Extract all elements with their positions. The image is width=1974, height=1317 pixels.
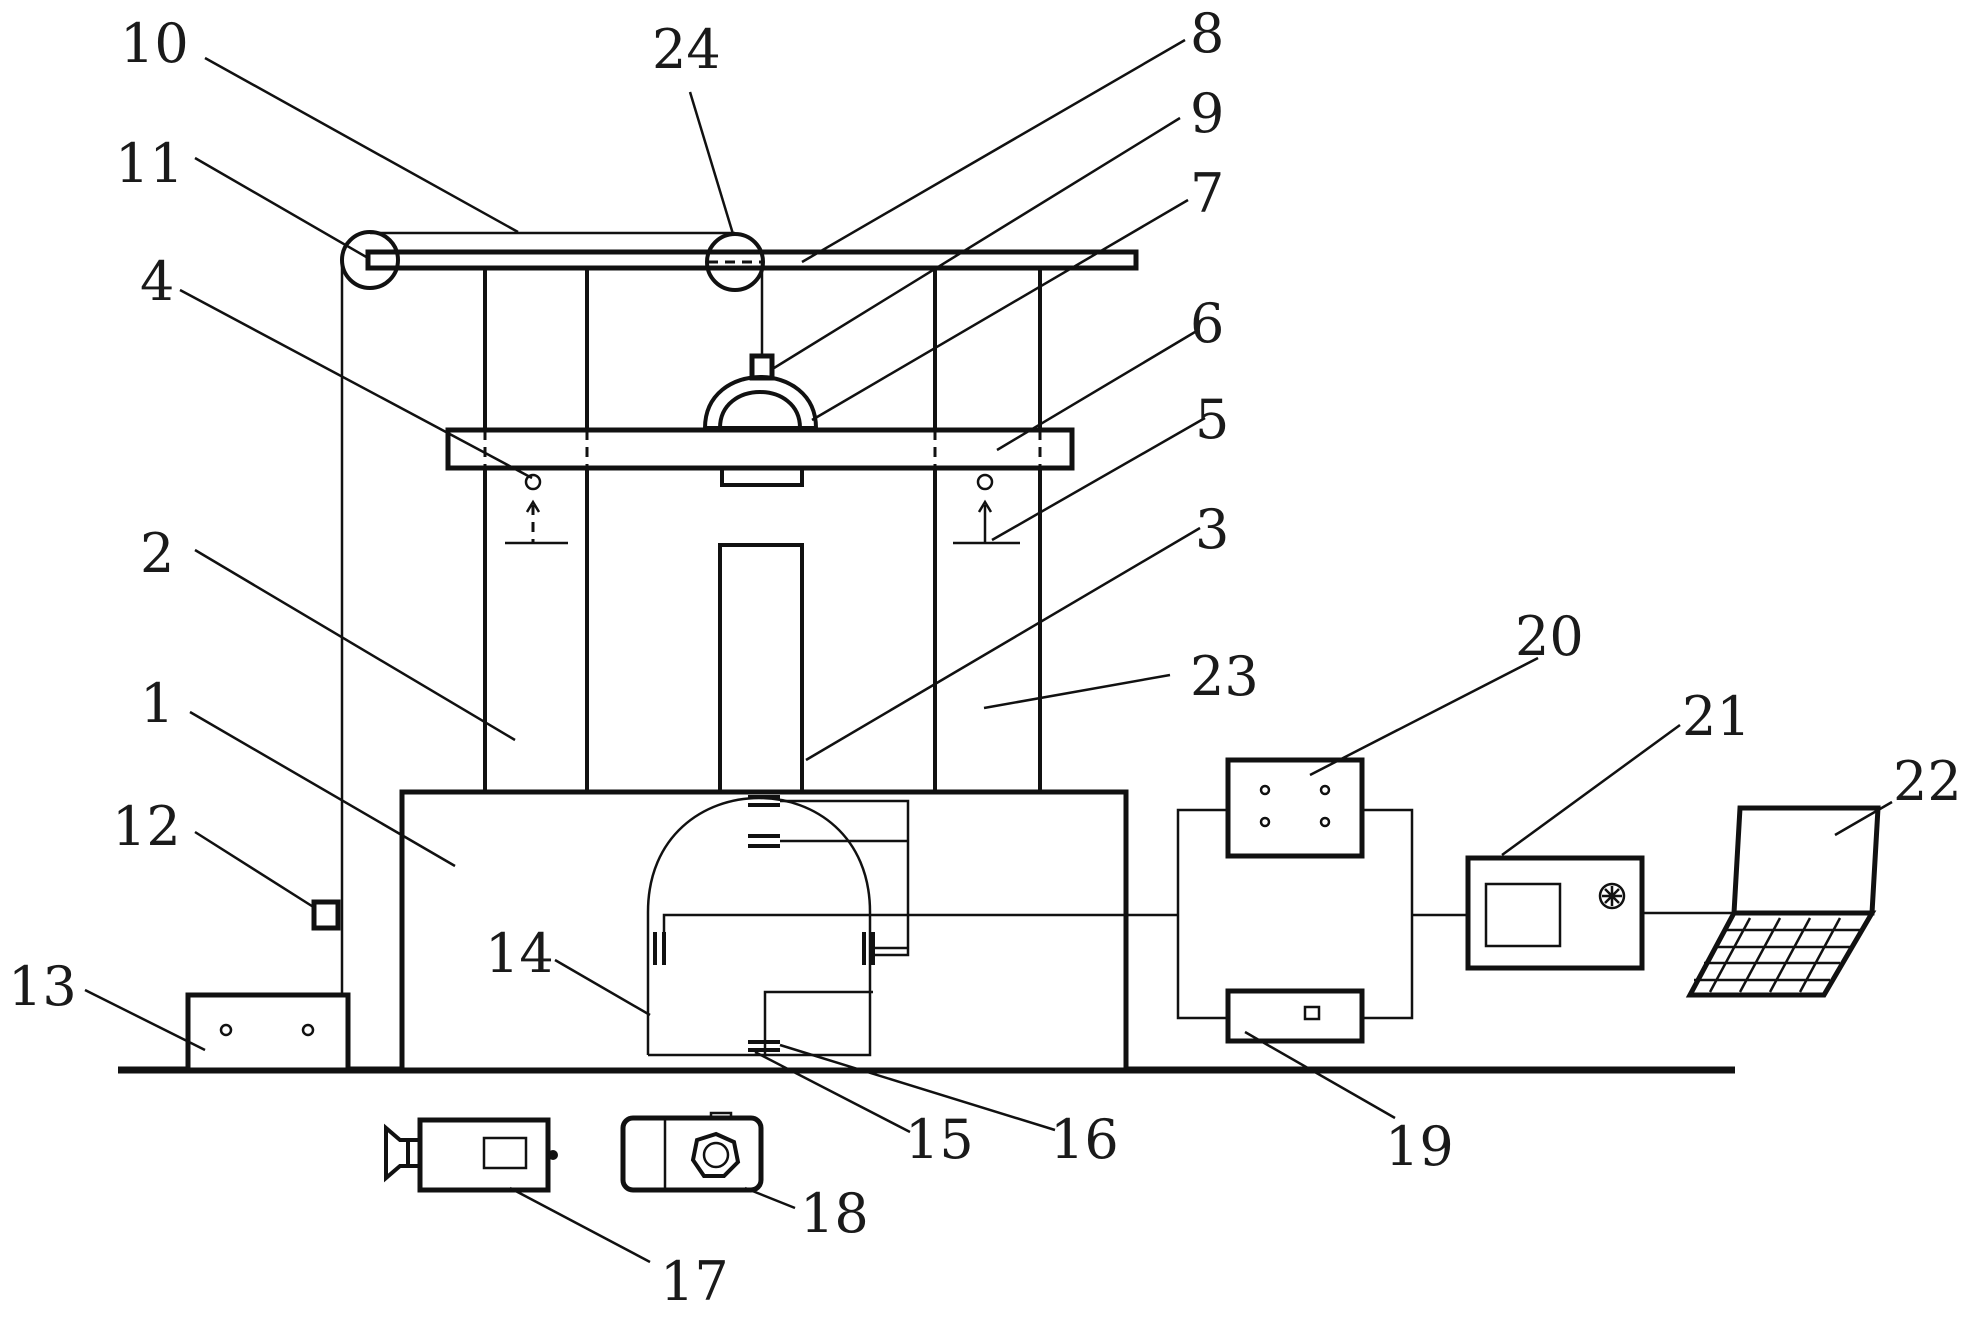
label-3: 3: [1195, 498, 1229, 561]
camera-icon: [386, 1120, 558, 1190]
counterweight-box-13: [188, 995, 348, 1070]
label-17: 17: [660, 1250, 729, 1313]
loading-pad: [722, 468, 802, 485]
instrument-20: [1228, 760, 1362, 856]
wiring-bracket-right: [1362, 810, 1412, 1018]
label-7: 7: [1190, 162, 1224, 225]
label-8: 8: [1190, 2, 1224, 65]
loading-arch-inner: [720, 392, 800, 428]
label-19: 19: [1385, 1115, 1454, 1178]
label-6: 6: [1190, 292, 1224, 355]
instrument-21: [1468, 858, 1642, 968]
label-18: 18: [800, 1182, 869, 1245]
specimen: [720, 545, 802, 792]
label-15: 15: [905, 1108, 974, 1171]
label-21: 21: [1682, 685, 1751, 748]
label-9: 9: [1190, 82, 1224, 145]
leader-lines: [85, 40, 1892, 1262]
wiring-bracket-left: [1178, 810, 1228, 1018]
label-4: 4: [140, 250, 174, 313]
small-block-12: [314, 902, 338, 928]
label-23: 23: [1190, 645, 1259, 708]
label-22: 22: [1893, 750, 1962, 813]
label-16: 16: [1050, 1108, 1119, 1171]
label-20: 20: [1515, 605, 1584, 668]
hook-block: [752, 356, 772, 378]
label-13: 13: [8, 955, 77, 1018]
top-beam: [368, 252, 1136, 268]
label-12: 12: [112, 795, 181, 858]
label-2: 2: [140, 522, 174, 585]
label-10: 10: [120, 12, 189, 75]
photo-camera-icon: [623, 1113, 761, 1190]
label-5: 5: [1195, 388, 1229, 451]
laptop-icon: [1690, 808, 1878, 995]
label-11: 11: [115, 132, 184, 195]
label-24: 24: [652, 18, 721, 81]
label-14: 14: [485, 922, 554, 985]
sensor-right: [978, 475, 992, 489]
label-1: 1: [140, 672, 174, 735]
crossbeam: [448, 430, 1072, 468]
